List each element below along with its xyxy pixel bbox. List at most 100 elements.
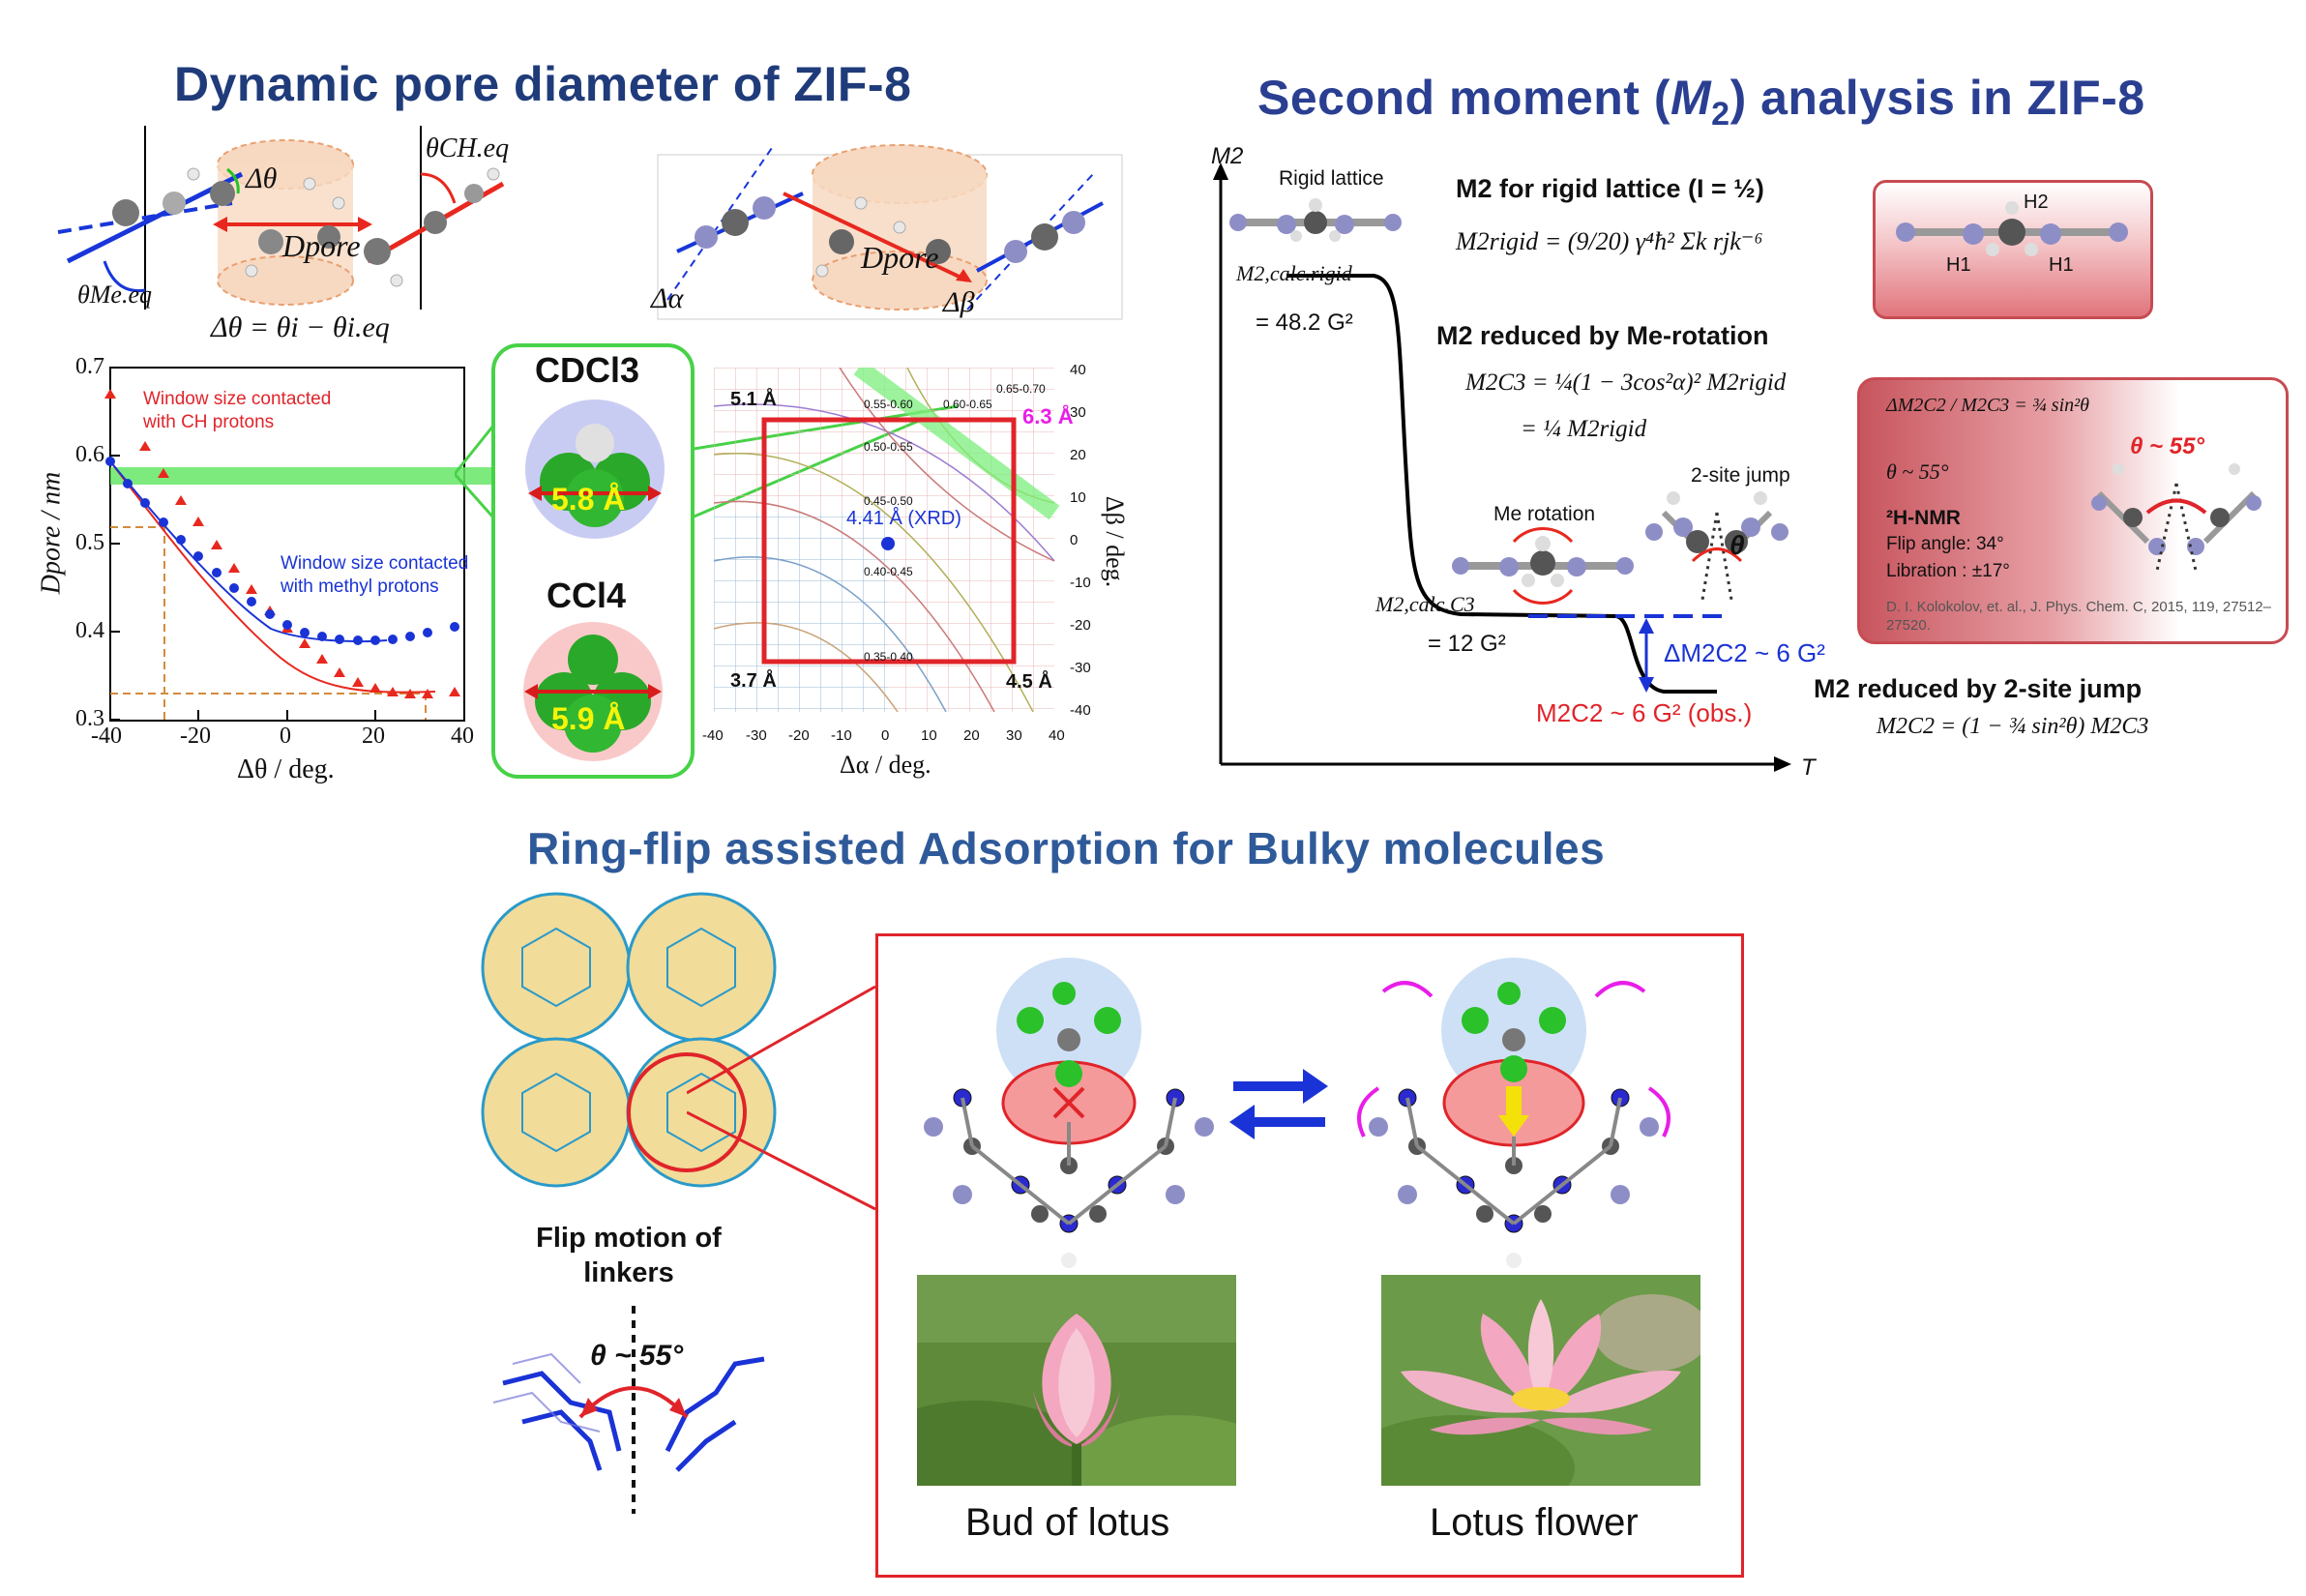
contour-ytick-1: 40 [1070,362,1086,378]
nmr-theta-red: θ ~ 55° [2130,433,2205,459]
contour-ytick-5: 0 [1070,532,1079,548]
label-delta-theta: Δθ [246,163,278,194]
me-rotation-label: Me rotation [1493,503,1596,525]
zif8-cage-lattice [481,892,777,1188]
zoom-connector-lines [687,985,876,1211]
hbox-h1-right: H1 [2049,254,2074,276]
linker-schematic-right [657,144,1123,320]
contour-ytick-3: 20 [1070,447,1086,463]
contour-xtick-3: -20 [788,727,810,744]
rigid-calc-value: = 48.2 G² [1256,310,1353,336]
pore-plot-legend-blue-2: with methyl protons [281,576,439,597]
hbox-h2: H2 [2024,192,2049,213]
contour-level-5: 0.45-0.50 [864,494,913,508]
contour-xtick-7: 20 [963,727,980,744]
contour-level-2: 0.55-0.60 [864,398,913,411]
two-site-jump-label: 2-site jump [1691,464,1790,487]
pore-plot-ylabel: Dpore / nm [36,471,67,595]
lotus-bud-image [917,1275,1236,1486]
cdcl3-molecule [525,399,665,539]
heading-2-site-jump: M2 reduced by 2-site jump [1814,674,2143,703]
title-moment-pre: Second moment ( [1257,71,1670,125]
c3-calc-label: M2,calc.C3 [1375,592,1475,616]
contour-corner-tl: 5.1 Å [730,389,777,410]
ccl4-molecule [523,622,663,761]
nmr-info-box [1857,377,2289,644]
nmr-theta-approx: θ ~ 55° [1886,459,1949,484]
flip-motion-label: Flip motion of linkers [536,1223,722,1288]
contour-corner-tr: 6.3 Å [1022,404,1074,429]
open-cage-molecule [1357,958,1670,1268]
contour-ytick-6: -10 [1070,575,1091,591]
contour-level-4: 0.50-0.55 [864,440,913,454]
flip-theta-label: θ ~ 55° [590,1340,684,1372]
contour-level-1: 0.65-0.70 [996,382,1046,396]
pore-plot-legend-red-1: Window size contacted [143,389,332,409]
contour-level-6: 0.40-0.45 [864,565,913,578]
contour-map [714,368,1060,713]
title-pore: Dynamic pore diameter of ZIF-8 [174,57,912,111]
contour-xlabel: Δα / deg. [840,751,931,779]
hbox-h1-left: H1 [1946,254,1971,276]
bud-of-lotus-caption: Bud of lotus [965,1501,1170,1544]
label-delta-beta: Δβ [943,286,975,318]
pore-ytick-2: 0.6 [75,442,104,467]
contour-ytick-9: -40 [1070,702,1091,719]
title-moment-post: ) analysis in ZIF-8 [1730,71,2145,125]
theta-jump-label: θ [1730,530,1745,560]
linker-schematic-left [57,126,505,310]
pore-plot-legend-red-2: with CH protons [143,412,275,432]
pore-ytick-3: 0.5 [75,530,104,555]
pore-plot-xlabel: Δθ / deg. [237,754,335,784]
contour-xtick-1: -40 [702,727,724,744]
m2-obs-label: M2C2 ~ 6 G² (obs.) [1536,698,1753,727]
equation-me-1: M2C3 = ¼(1 − 3cos²α)² M2rigid [1465,369,1787,396]
pore-ytick-4: 0.4 [75,618,104,643]
contour-level-7: 0.35-0.40 [864,650,913,664]
title-moment-m: M [1670,71,1712,125]
contour-xtick-6: 10 [921,727,937,744]
contour-level-3: 0.60-0.65 [943,398,992,411]
contour-xrd: 4.41 Å (XRD) [846,508,961,529]
c3-calc-value: = 12 G² [1428,631,1506,657]
contour-corner-bl: 3.7 Å [730,670,777,692]
rigid-calc-label: M2,calc.rigid [1236,261,1352,285]
cdcl3-size: 5.8 Å [551,482,626,517]
nmr-flip-angle: Flip angle: 34° [1886,534,2004,554]
equation-delta-theta: Δθ = θi − θi.eq [211,311,390,343]
contour-xtick-8: 30 [1006,727,1022,744]
label-d-pore-right: Dpore [861,240,939,275]
nmr-libration: Libration : ±17° [1886,561,2010,581]
pore-ytick-1: 0.7 [75,354,104,379]
nmr-flip-molecule [2091,463,2262,572]
pore-xtick-5: 40 [451,724,474,749]
lotus-flower-caption: Lotus flower [1430,1501,1639,1544]
cdcl3-label: CDCl3 [535,350,640,390]
hydrogen-linker-molecule [1896,201,2128,256]
heading-rigid: M2 for rigid lattice (I = ½) [1456,174,1764,203]
contour-ytick-4: 10 [1070,489,1086,506]
title-second-moment: Second moment (M2) analysis in ZIF-8 [1257,70,2145,133]
pore-xtick-3: 0 [280,724,291,749]
title-ring-flip: Ring-flip assisted Adsorption for Bulky … [527,823,1606,873]
contour-ytick-8: -30 [1070,660,1091,676]
closed-cage-molecule [924,958,1214,1268]
contour-corner-br: 4.5 Å [1006,671,1052,693]
equilibrium-arrows [1229,1069,1328,1139]
m2-axis-x: T [1801,754,1816,781]
equation-jump: M2C2 = (1 − ¾ sin²θ) M2C3 [1877,714,2149,739]
contour-ytick-7: -20 [1070,617,1091,634]
m2-axis-y: M2 [1211,143,1244,169]
pore-ytick-5: 0.3 [75,706,104,731]
contour-ytick-2: 30 [1070,404,1086,421]
pore-xtick-2: -20 [180,724,211,749]
label-delta-alpha: Δα [651,282,684,314]
heading-me-rotation: M2 reduced by Me-rotation [1436,321,1769,350]
contour-xtick-5: 0 [881,727,890,744]
ccl4-label: CCl4 [547,576,627,615]
label-d-pore: Dpore [282,228,361,263]
pore-xtick-1: -40 [91,724,122,749]
contour-xtick-9: 40 [1049,727,1065,744]
lotus-flower-image [1381,1275,1700,1486]
nmr-ratio-equation: ΔM2C2 / M2C3 = ¾ sin²θ [1886,395,2089,416]
